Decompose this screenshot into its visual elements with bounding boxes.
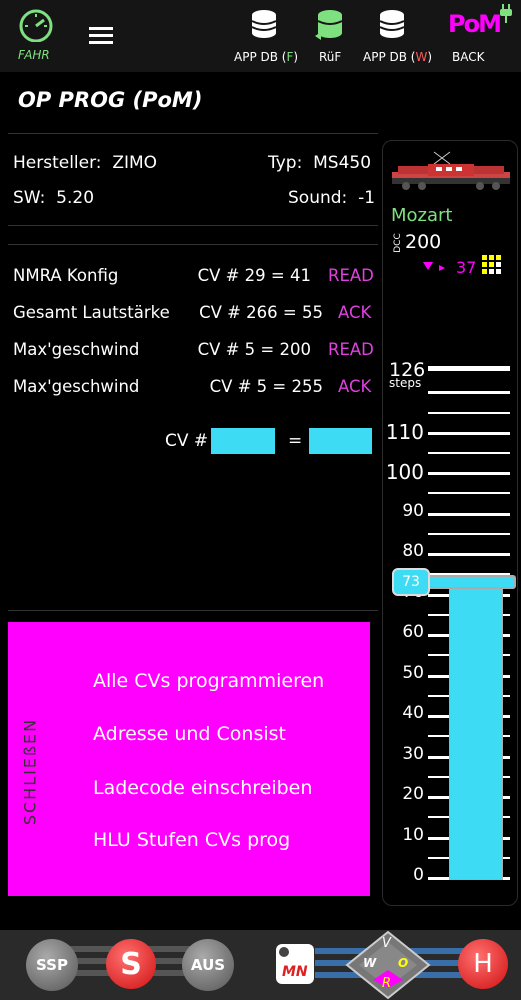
cv-row-status: READ	[328, 266, 374, 285]
scale-label: 10	[402, 824, 424, 845]
power-plug-icon	[500, 4, 512, 23]
cv-row-value: CV # 266 = 55	[199, 303, 323, 322]
database-icon	[379, 10, 405, 38]
ruf-button[interactable]: RüF	[312, 10, 348, 70]
cv-row-name: NMRA Konfig	[13, 266, 119, 285]
cv-row-status: ACK	[338, 303, 372, 322]
divider	[8, 225, 378, 226]
direction-r-label: R	[382, 976, 392, 991]
scale-label: 0	[413, 865, 424, 885]
scale-tick	[428, 452, 510, 454]
divider	[8, 133, 378, 134]
cv-row-status: READ	[328, 340, 374, 359]
typ-info: Typ: MS450	[268, 153, 372, 173]
scale-label: 100	[385, 460, 424, 485]
app-db-f-label: APP DB (F)	[234, 50, 299, 64]
sw-info: SW: 5.20	[13, 188, 95, 208]
program-menu-panel: SCHLIEßEN Alle CVs programmieren Adresse…	[8, 622, 370, 896]
throttle-fill-bar[interactable]	[449, 582, 503, 880]
scale-tick	[428, 411, 510, 414]
scale-tick	[428, 492, 510, 495]
cv-row-value: CV # 5 = 200	[197, 340, 311, 359]
cv-input-label: CV #	[165, 431, 209, 451]
menu-item-hlu-stufen[interactable]: HLU Stufen CVs prog	[93, 829, 291, 851]
aus-button[interactable]: AUS	[182, 939, 234, 991]
scale-tick	[428, 573, 510, 576]
cv-number-input[interactable]	[211, 428, 275, 454]
scale-tick	[428, 431, 510, 435]
top-bar: FAHR APP DB (F) RüF	[0, 0, 521, 72]
divider	[8, 610, 378, 611]
cv-row-status: ACK	[338, 377, 372, 396]
speed-steps-value: 37	[456, 258, 477, 277]
fahr-button[interactable]: FAHR	[17, 8, 55, 62]
app-db-f-button[interactable]: APP DB (F)	[234, 10, 298, 70]
menu-item-ladecode[interactable]: Ladecode einschreiben	[93, 777, 313, 799]
scale-label: 40	[402, 703, 424, 724]
direction-o-label: O	[398, 956, 409, 970]
direction-v-label: V	[382, 936, 391, 951]
halt-button[interactable]: H	[458, 939, 508, 989]
fahr-label: FAHR	[18, 48, 50, 62]
divider	[8, 244, 378, 245]
scale-label: 80	[402, 541, 424, 562]
scale-tick-max	[428, 366, 510, 371]
hamburger-icon	[89, 27, 113, 44]
loco-address: 200	[405, 231, 442, 253]
loco-name: Mozart	[391, 205, 453, 226]
sound-info: Sound: -1	[288, 188, 376, 208]
menu-item-alle-cvs[interactable]: Alle CVs programmieren	[93, 670, 325, 692]
cv-equals-label: =	[288, 431, 303, 451]
scale-label: 60	[402, 622, 424, 643]
scale-label: 50	[402, 662, 424, 683]
database-icon	[251, 10, 277, 38]
speedometer-icon	[19, 9, 53, 43]
page-title: OP PROG (PoM)	[18, 88, 203, 112]
throttle-max-label: 126	[389, 359, 426, 381]
stop-button[interactable]: S	[106, 939, 156, 989]
direction-diamond-icon[interactable]	[343, 930, 433, 1000]
cv-row-name: Max'geschwind	[13, 377, 140, 396]
scale-label: 110	[385, 419, 424, 444]
cv-row-value: CV # 5 = 255	[209, 377, 323, 396]
scale-tick	[428, 532, 510, 535]
scale-tick	[428, 391, 510, 395]
function-grid-icon[interactable]	[482, 255, 504, 275]
scale-label: 90	[402, 500, 424, 521]
mn-label: MN	[282, 964, 308, 980]
locomotive-image[interactable]	[392, 150, 512, 194]
bottom-bar: SSP S AUS MN V W O R H	[0, 930, 521, 1000]
app-db-w-button[interactable]: APP DB (W)	[363, 10, 432, 70]
database-sync-icon	[315, 10, 343, 40]
scale-label: 30	[402, 743, 424, 764]
scale-tick	[428, 472, 510, 476]
scale-tick	[428, 553, 510, 557]
ssp-button[interactable]: SSP	[26, 939, 78, 991]
menu-item-adresse-consist[interactable]: Adresse und Consist	[93, 723, 286, 745]
direction-arrows-icon	[423, 262, 445, 271]
cv-value-input[interactable]	[309, 428, 372, 454]
direction-w-label: W	[363, 956, 377, 970]
cv-row-name: Max'geschwind	[13, 340, 140, 359]
scale-label: 20	[402, 784, 424, 805]
mn-button[interactable]: MN	[276, 944, 314, 984]
dcc-label: DCC	[392, 233, 403, 253]
throttle-current-value[interactable]: 73	[392, 567, 430, 596]
back-label: BACK	[452, 50, 485, 64]
menu-button[interactable]	[89, 25, 113, 45]
mn-dot-icon	[279, 947, 289, 957]
throttle-steps-label: steps	[389, 376, 422, 390]
app-db-w-label: APP DB (W)	[363, 50, 433, 64]
back-button[interactable]: PoM BACK	[448, 10, 502, 70]
hersteller-info: Hersteller: ZIMO	[13, 153, 158, 173]
cv-row-name: Gesamt Lautstärke	[13, 303, 170, 322]
ruf-label: RüF	[319, 50, 342, 64]
scale-tick	[428, 512, 510, 516]
cv-row-value: CV # 29 = 41	[197, 266, 311, 285]
pom-logo-icon: PoM	[448, 10, 502, 38]
close-button[interactable]: SCHLIEßEN	[20, 717, 40, 826]
